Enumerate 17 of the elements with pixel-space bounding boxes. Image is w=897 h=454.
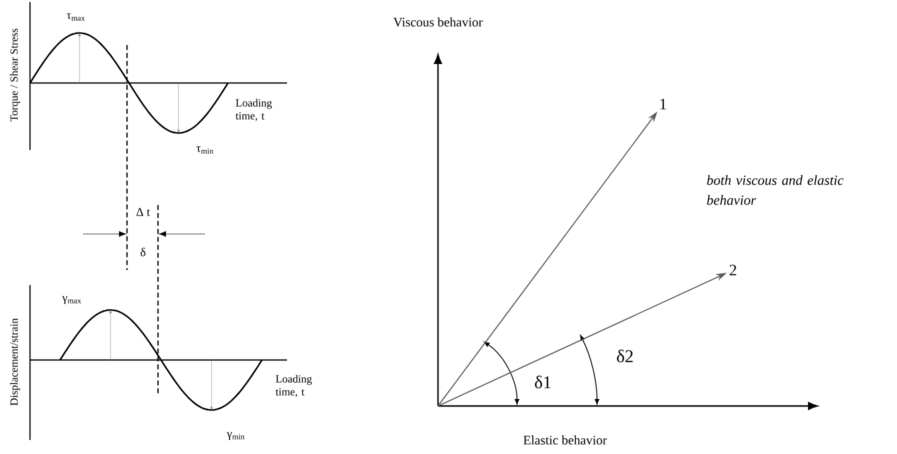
axis-title: Elastic behavior — [523, 435, 607, 445]
angle-label: δ2 — [616, 350, 633, 362]
peak-label: γ$_{min}$ — [226, 432, 244, 440]
peak-label: γ$_{max}$ — [62, 296, 82, 304]
angle-label: δ1 — [534, 376, 551, 388]
axis-title: Loading time, t — [236, 98, 272, 122]
axis-title: Viscous behavior — [393, 17, 483, 27]
annotation-text: both viscous and elastic behavior — [707, 175, 844, 205]
axis-title: Displacement/strain — [10, 318, 20, 406]
peak-label: τ$_{max}$ — [66, 13, 85, 21]
vector-label: 2 — [730, 264, 736, 276]
phase-angle-label: δ — [140, 248, 146, 256]
axis-title: Torque / Shear Stress — [10, 28, 20, 122]
vector-label: 1 — [660, 98, 666, 110]
peak-label: τ$_{min}$ — [196, 146, 214, 154]
axis-title: Loading time, t — [276, 374, 312, 398]
time-shift-label: Δ t — [136, 208, 150, 216]
